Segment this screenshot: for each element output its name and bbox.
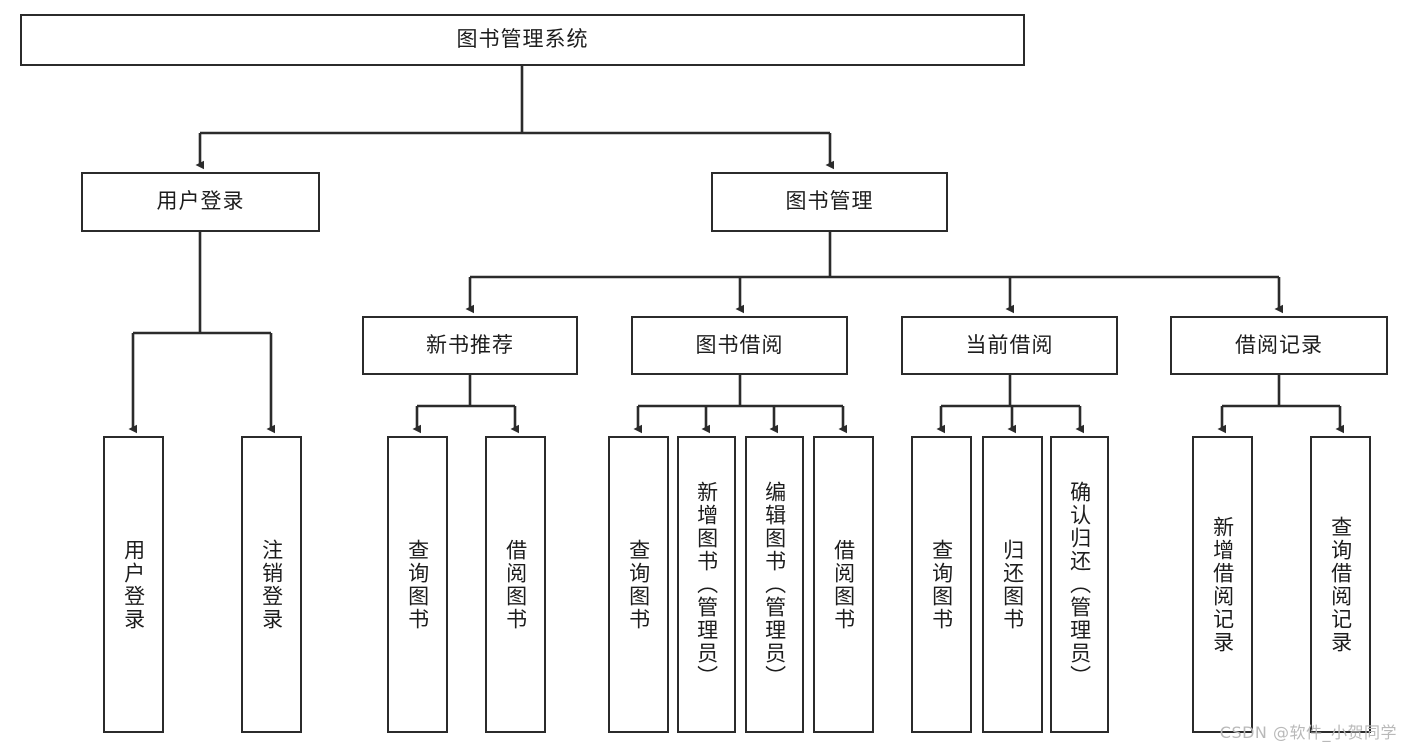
node-label: 借阅图书 [831, 538, 856, 631]
node-book-borrowing[interactable]: 图书借阅 [631, 316, 848, 375]
node-label: 图书管理系统 [456, 27, 589, 52]
node-label: 注销登录 [259, 538, 284, 631]
leaf-user-login-login[interactable]: 用户登录 [103, 436, 164, 733]
node-label: 编辑图书（管理员） [762, 481, 787, 688]
node-label: 查询图书 [626, 538, 651, 631]
leaf-book-borrow-query-book[interactable]: 查询图书 [608, 436, 669, 733]
leaf-current-borrow-return-book[interactable]: 归还图书 [982, 436, 1043, 733]
leaf-borrow-record-query-record[interactable]: 查询借阅记录 [1310, 436, 1371, 733]
node-current-borrowing[interactable]: 当前借阅 [901, 316, 1118, 375]
leaf-new-book-borrow-book[interactable]: 借阅图书 [485, 436, 546, 733]
leaf-current-borrow-confirm-return-admin[interactable]: 确认归还（管理员） [1050, 436, 1109, 733]
node-label: 新增图书（管理员） [694, 481, 719, 688]
leaf-book-borrow-borrow-book[interactable]: 借阅图书 [813, 436, 874, 733]
watermark-text: CSDN @软件_小贺同学 [1219, 723, 1397, 742]
node-label: 新书推荐 [426, 332, 514, 357]
leaf-book-borrow-add-book-admin[interactable]: 新增图书（管理员） [677, 436, 736, 733]
node-book-management[interactable]: 图书管理 [711, 172, 948, 232]
node-label: 归还图书 [1000, 538, 1025, 631]
node-label: 用户登录 [121, 538, 146, 631]
node-label: 图书管理 [785, 189, 874, 214]
node-borrowing-records[interactable]: 借阅记录 [1170, 316, 1388, 375]
node-label: 确认归还（管理员） [1067, 481, 1092, 688]
node-label: 用户登录 [156, 189, 245, 214]
node-label: 借阅图书 [503, 538, 528, 631]
leaf-new-book-query-book[interactable]: 查询图书 [387, 436, 448, 733]
leaf-book-borrow-edit-book-admin[interactable]: 编辑图书（管理员） [745, 436, 804, 733]
node-label: 图书借阅 [695, 332, 784, 357]
leaf-borrow-record-add-record[interactable]: 新增借阅记录 [1192, 436, 1253, 733]
node-label: 借阅记录 [1235, 332, 1323, 357]
node-root-book-management-system[interactable]: 图书管理系统 [20, 14, 1025, 66]
leaf-user-login-logout[interactable]: 注销登录 [241, 436, 302, 733]
node-label: 新增借阅记录 [1210, 515, 1235, 654]
node-label: 查询图书 [405, 538, 430, 631]
node-new-book-recommendation[interactable]: 新书推荐 [362, 316, 578, 375]
node-label: 查询借阅记录 [1328, 515, 1353, 654]
leaf-current-borrow-query-book[interactable]: 查询图书 [911, 436, 972, 733]
node-user-login[interactable]: 用户登录 [81, 172, 320, 232]
node-label: 查询图书 [929, 538, 954, 631]
node-label: 当前借阅 [965, 332, 1054, 357]
